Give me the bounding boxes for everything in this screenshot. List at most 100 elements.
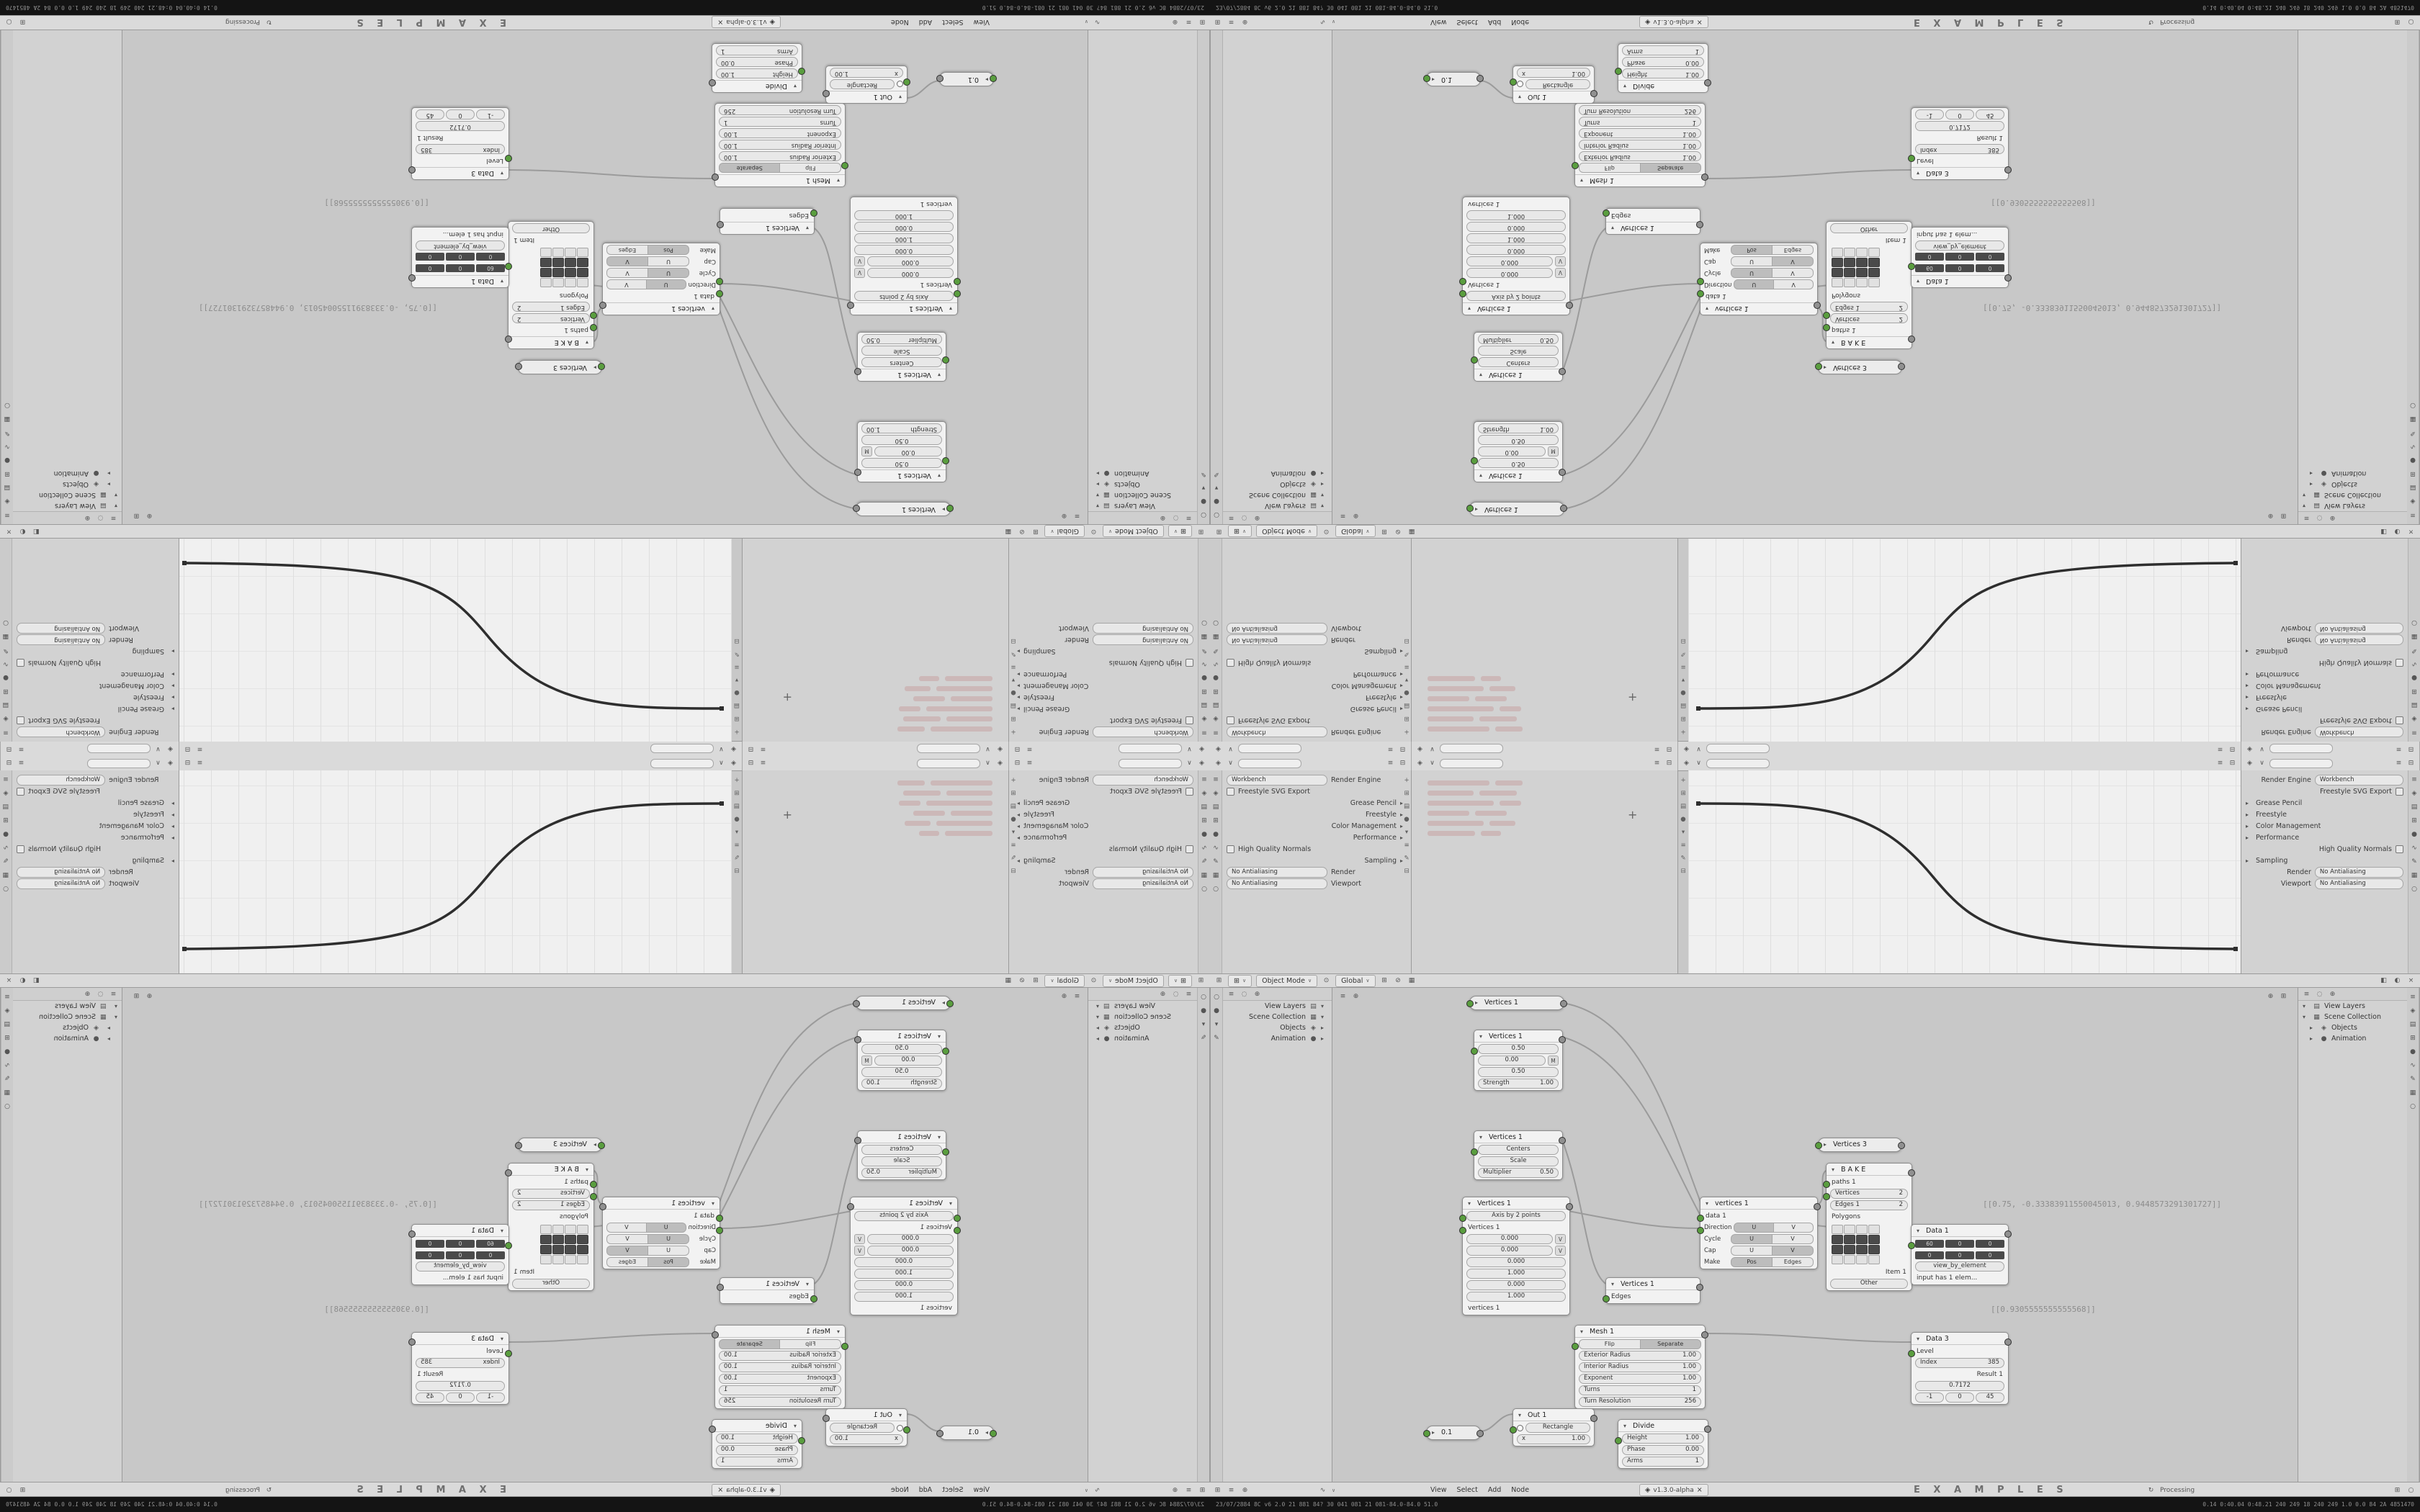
node-header[interactable]: ▾Vertices 1 — [1474, 469, 1562, 482]
minus-icon[interactable]: ⊟ — [6, 760, 12, 767]
tri_down-icon[interactable]: ▾ — [1917, 278, 1920, 285]
wave-icon[interactable]: ∿ — [2411, 660, 2417, 668]
search-field[interactable] — [917, 758, 980, 768]
node-editor-icon[interactable]: ∿ — [1319, 1486, 1326, 1494]
input-socket[interactable] — [505, 263, 512, 270]
menu-icon[interactable]: ≡ — [1228, 1486, 1234, 1494]
value-field[interactable]: 0.000 — [854, 222, 954, 232]
proportional-icon[interactable]: ⊘ — [1395, 977, 1401, 984]
props-value-dropdown[interactable]: No Antialiasing — [17, 623, 106, 634]
chevron-icon[interactable]: ∨ — [1228, 745, 1233, 752]
curve-canvas[interactable] — [1688, 770, 2241, 973]
minus-icon[interactable]: ⊟ — [1680, 867, 1686, 875]
search-icon[interactable]: ◌ — [97, 514, 104, 522]
circle-icon[interactable]: ○ — [1201, 885, 1207, 893]
shading-material-icon[interactable]: ◐ — [19, 528, 26, 535]
tri_down-icon[interactable]: ▾ — [1095, 492, 1099, 498]
tri_right-icon[interactable]: ▸ — [107, 1025, 110, 1031]
value-field[interactable]: 0.000 — [1466, 1246, 1553, 1256]
grid-icon[interactable]: ⊞ — [2394, 1486, 2401, 1494]
segment-option[interactable]: U — [1731, 1246, 1773, 1256]
add-icon[interactable]: ⊕ — [1242, 18, 1248, 26]
editor-type-button[interactable]: ⊞ ∨ — [1168, 974, 1192, 987]
tri_right-icon[interactable]: ▸ — [2246, 857, 2249, 864]
tri_right-icon[interactable]: ▸ — [1400, 811, 1404, 818]
toggle-button[interactable]: V — [854, 268, 865, 278]
outliner-item-animation[interactable]: ▸●Animation — [2298, 468, 2407, 479]
input-socket[interactable] — [1697, 1227, 1704, 1234]
dot-icon[interactable]: ● — [1213, 830, 1219, 838]
circle-icon[interactable]: ○ — [1214, 993, 1219, 1001]
tri_down-icon[interactable]: ▾ — [585, 1166, 588, 1173]
value-field[interactable]: 1.000 — [1466, 1269, 1566, 1279]
dot-icon[interactable]: ● — [2410, 1048, 2416, 1056]
menu-icon[interactable]: ≡ — [2411, 775, 2417, 783]
tri_right-icon[interactable]: ▸ — [171, 857, 174, 864]
tri_down-icon[interactable]: ▾ — [1479, 1032, 1483, 1040]
circle-icon[interactable]: ○ — [2411, 885, 2417, 893]
menu-view[interactable]: View — [1430, 1486, 1447, 1494]
tri_down-icon[interactable]: ▾ — [1214, 1020, 1219, 1028]
props-value-dropdown[interactable]: No Antialiasing — [1093, 623, 1193, 634]
output-socket[interactable] — [854, 1137, 861, 1144]
tri_right-icon[interactable]: ▸ — [1095, 1025, 1099, 1031]
dropdown-button[interactable]: Axis by 2 points — [854, 291, 954, 301]
props-value-dropdown[interactable]: No Antialiasing — [1227, 878, 1327, 889]
value-field[interactable]: 0 — [446, 1392, 475, 1403]
value-field[interactable]: 0.00 — [1478, 446, 1546, 456]
circle-icon[interactable]: ○ — [2410, 1102, 2416, 1110]
output-socket[interactable] — [2004, 1338, 2012, 1346]
value-field[interactable]: -1 — [1915, 109, 1944, 120]
tri_down-icon[interactable]: ▾ — [1321, 503, 1325, 509]
node-header[interactable]: ▾Mesh 1 — [1575, 1326, 1705, 1338]
outliner-item-objects[interactable]: ▸◈Objects — [2298, 479, 2407, 490]
tri_down-icon[interactable]: ▾ — [1479, 372, 1483, 379]
output-socket[interactable] — [709, 79, 716, 86]
input-socket[interactable] — [1615, 68, 1622, 75]
menu-icon[interactable]: ≡ — [2303, 990, 2310, 998]
outliner-item-view-layers[interactable]: ▾▤View Layers — [2298, 500, 2407, 511]
dot-icon[interactable]: ● — [1201, 830, 1207, 838]
tri_down-icon[interactable]: ▾ — [1404, 676, 1409, 684]
snap-icon[interactable]: ⊙ — [1323, 977, 1330, 984]
list-icon[interactable]: ▤ — [4, 1020, 11, 1028]
tri_right-icon[interactable]: ▸ — [1824, 364, 1827, 372]
diamond-icon[interactable]: ◈ — [2411, 715, 2417, 723]
output-socket[interactable] — [599, 302, 606, 309]
segment-option[interactable]: Edges — [606, 245, 647, 255]
chevron-down-icon[interactable]: ∨ — [1084, 1487, 1088, 1493]
value-field[interactable]: 0.00 — [874, 446, 942, 456]
value-field[interactable]: 0.000 — [867, 1234, 954, 1244]
input-socket[interactable] — [1815, 1142, 1822, 1149]
tri_down-icon[interactable]: ▾ — [1917, 1335, 1920, 1342]
grid-icon[interactable]: ⊞ — [1010, 789, 1016, 797]
tri_down-icon[interactable]: ▾ — [1832, 339, 1835, 346]
dot-icon[interactable]: ● — [1404, 815, 1410, 823]
tri_down-icon[interactable]: ▾ — [1623, 1422, 1627, 1429]
outliner-item-view-layers[interactable]: ▾▤View Layers — [1223, 500, 1332, 511]
circle-icon[interactable]: ○ — [3, 619, 9, 627]
node-editor-icon[interactable]: ∿ — [1094, 1486, 1101, 1494]
node-header[interactable]: ▾B A K E — [508, 336, 593, 348]
segment-option[interactable]: Separate — [1640, 163, 1701, 173]
search-field[interactable] — [2269, 744, 2333, 754]
menu-icon[interactable]: ≡ — [1228, 514, 1234, 522]
tri_down-icon[interactable]: ▾ — [805, 1280, 809, 1287]
curve-canvas[interactable] — [179, 770, 732, 973]
circle-icon[interactable]: ○ — [4, 1102, 10, 1110]
menu-icon[interactable]: ≡ — [1074, 992, 1080, 1000]
snap-icon[interactable]: ⊙ — [1090, 977, 1097, 984]
grid-icon[interactable]: ⊞ — [4, 1034, 10, 1042]
toggle-button[interactable]: M — [1548, 1056, 1559, 1066]
output-socket[interactable] — [1704, 1426, 1711, 1433]
value-field[interactable]: 0.50 — [1478, 458, 1559, 468]
grid-icon[interactable]: ⊞ — [1201, 816, 1207, 824]
checkbox[interactable] — [1227, 716, 1234, 725]
checkbox[interactable] — [1227, 659, 1234, 667]
props-value-dropdown[interactable]: Workbench — [17, 726, 106, 738]
